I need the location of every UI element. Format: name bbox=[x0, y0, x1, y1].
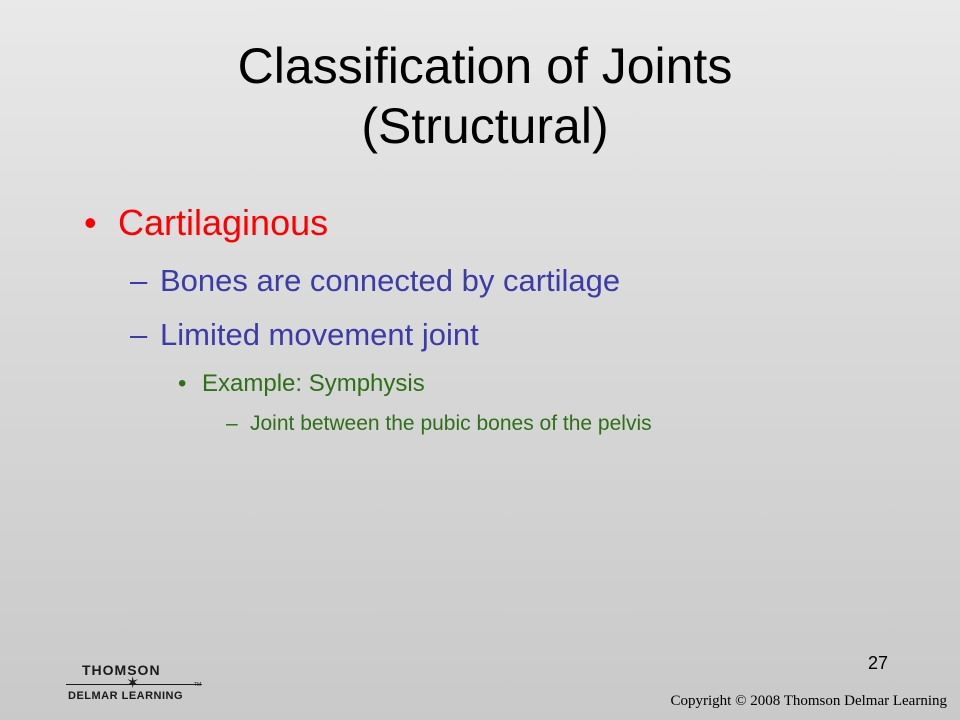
dash-marker: – bbox=[130, 317, 148, 352]
example-bullet-symphysis: • Example: Symphysis bbox=[178, 368, 425, 400]
dash-marker: – bbox=[226, 412, 238, 435]
sub-bullet-connected-by-cartilage: –Bones are connected by cartilage bbox=[130, 261, 620, 301]
sub-bullet-text: Limited movement joint bbox=[160, 317, 479, 352]
bullet-text: Cartilaginous bbox=[118, 202, 329, 243]
sub-bullet-text: Bones are connected by cartilage bbox=[160, 263, 621, 298]
logo-divider-line bbox=[66, 684, 202, 685]
slide-title-line-2: (Structural) bbox=[361, 98, 609, 154]
logo-star-icon: ✶ bbox=[126, 675, 140, 692]
bullet-marker: • bbox=[84, 202, 97, 243]
detail-text: Joint between the pubic bones of the pel… bbox=[250, 412, 652, 435]
logo-bottom-text: DELMAR LEARNING bbox=[68, 690, 184, 702]
detail-bullet-pubic-bones: –Joint between the pubic bones of the pe… bbox=[226, 410, 652, 438]
logo-top-text: THOMSON bbox=[82, 662, 161, 678]
page-number: 27 bbox=[867, 653, 888, 673]
bullet-cartilaginous: • Cartilaginous bbox=[84, 200, 328, 246]
logo-trademark: TM bbox=[194, 682, 202, 688]
example-text: Example: Symphysis bbox=[202, 370, 425, 397]
thomson-delmar-logo: THOMSON ✶ TM DELMAR LEARNING bbox=[66, 662, 216, 706]
sub-bullet-limited-movement: –Limited movement joint bbox=[130, 315, 479, 355]
bullet-marker: • bbox=[178, 370, 187, 397]
slide-title: Classification of Joints (Structural) bbox=[80, 36, 890, 156]
copyright-notice: Copyright © 2008 Thomson Delmar Learning bbox=[670, 693, 948, 709]
dash-marker: – bbox=[130, 263, 148, 298]
slide-title-line-1: Classification of Joints bbox=[237, 38, 733, 94]
